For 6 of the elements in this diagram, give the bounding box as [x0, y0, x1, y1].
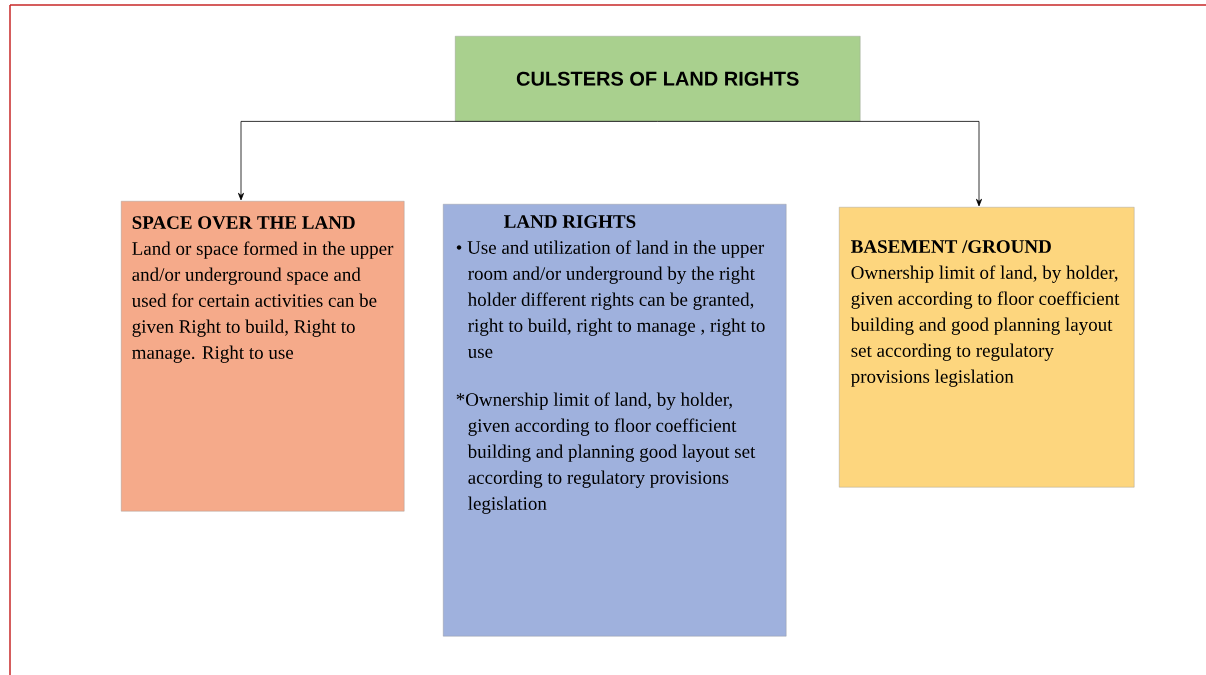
title-box: CULSTERS OF LAND RIGHTS [455, 36, 861, 122]
arrow [657, 121, 982, 207]
arrow [238, 121, 659, 201]
info-box: SPACE OVER THE LAND Land or space formed in the upper and/or underground space and used for certain activities can be given Right to build, Right to manage. Right to use [121, 201, 405, 512]
info-box: BASEMENT /GROUND Ownership limit of land, by holder, given according to floor coefficient building and good planning layout set according to regulatory provisions legislation [839, 207, 1135, 488]
info-box: LAND RIGHTS • Use and utilization of land in the upper room and/or underground by the right holder different rights can be granted, right to build, right to manage , right to use *Ownership limit of land, by holder, given according to floor coefficient building and planning good layout set according to regulatory provisions legislation [443, 204, 787, 637]
